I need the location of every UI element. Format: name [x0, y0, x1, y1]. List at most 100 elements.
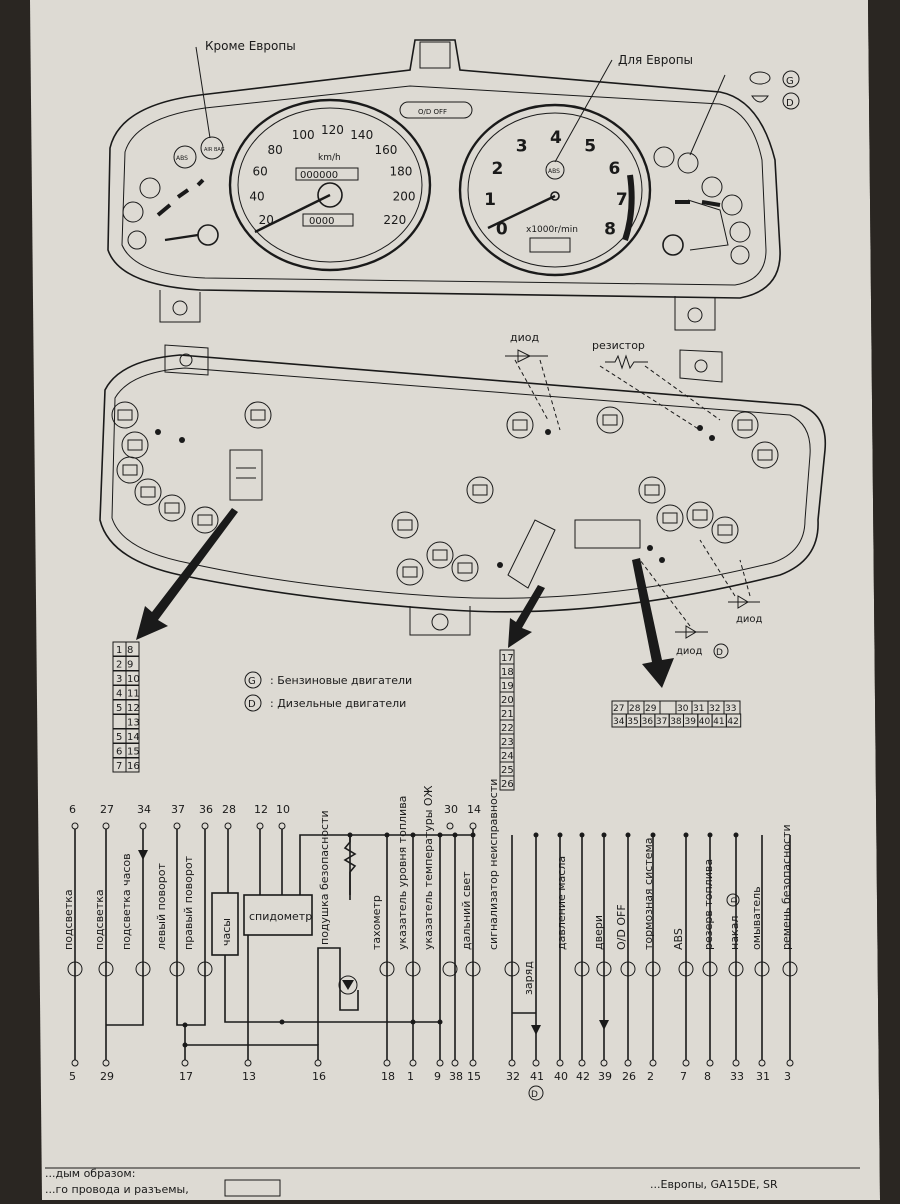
callout-diode-d: диод — [676, 646, 703, 657]
bulb-socket — [506, 411, 534, 439]
connector-pin-label: 27 — [613, 704, 624, 714]
wire-junction — [625, 832, 631, 838]
circuit-label: подсветка — [93, 889, 106, 950]
tacho-tick-label: 8 — [604, 219, 616, 239]
circuit-label: двери — [592, 915, 605, 950]
solder-point — [659, 557, 665, 563]
wire-junction — [601, 832, 607, 838]
circuit-label: омыватель — [750, 886, 763, 950]
bulb-socket-center — [644, 484, 660, 496]
bulb-socket — [751, 441, 779, 469]
bulb-socket — [638, 476, 666, 504]
wire-junction — [650, 832, 656, 838]
bottom-pin-number: 26 — [622, 1070, 636, 1083]
connector-pin-label: 29 — [645, 704, 657, 714]
bottom-pin-number: 31 — [756, 1070, 770, 1083]
tacho-tick-label: 4 — [550, 128, 562, 148]
circuit-label: заряд — [522, 961, 535, 995]
legend-g-key: G — [248, 676, 256, 687]
gauge-symbol — [405, 961, 421, 977]
legend-d-text: : Дизельные двигатели — [270, 697, 406, 710]
connector-pin-label: 24 — [501, 751, 514, 762]
lamp-symbol — [728, 961, 744, 977]
lamp-symbol — [98, 961, 114, 977]
connector-pin-label: 35 — [627, 717, 638, 727]
bulb-socket — [134, 478, 162, 506]
odometer-readout: 000000 — [300, 170, 338, 181]
solder-point — [697, 425, 703, 431]
brake-warning-icon — [139, 177, 161, 199]
bottom-pin-number: 40 — [554, 1070, 568, 1083]
circuit-label: подсветка часов — [120, 853, 133, 950]
circuit-label: дальний свет — [460, 871, 473, 950]
bottom-pin-number: 39 — [598, 1070, 612, 1083]
bulb-socket-center — [737, 419, 753, 431]
speedo-tick-label: 80 — [268, 143, 283, 157]
bottom-pin-number: 8 — [704, 1070, 711, 1083]
connector-pin-label: 14 — [127, 732, 140, 743]
bulb-socket-center — [472, 484, 488, 496]
lamp-symbol — [169, 961, 185, 977]
paper-sheet — [30, 0, 880, 1200]
wire — [317, 947, 359, 1045]
gauge-symbol — [442, 961, 458, 977]
wire-junction — [437, 1019, 443, 1025]
battery-icon — [730, 245, 750, 265]
connector-pin-label: 34 — [613, 717, 625, 727]
tacho-tick-label: 2 — [492, 159, 504, 179]
connector-pin-label: 2 — [116, 660, 122, 671]
bulb-socket-center — [692, 509, 708, 521]
circuit-label: накал — [728, 916, 741, 950]
connector-pin-label: 1 — [116, 645, 122, 656]
lamp-symbol — [67, 961, 83, 977]
svg-text:D: D — [716, 648, 723, 658]
oil-pressure-icon — [721, 194, 743, 216]
connector-pin-label: 28 — [629, 704, 641, 714]
led-circle — [338, 975, 358, 995]
printed-circuit-board: диод резистор диод диод D — [99, 331, 827, 688]
speedo-tick-label: 100 — [292, 128, 315, 142]
connector-pin-label: 22 — [501, 723, 514, 734]
connector-pin-label: 26 — [501, 779, 514, 790]
top-pin-number: 37 — [171, 803, 185, 816]
speedo-tick-label: 200 — [393, 189, 416, 203]
wire-junction — [410, 1019, 416, 1025]
wire — [299, 834, 351, 895]
bottom-pin-number: 41 — [530, 1070, 544, 1083]
bottom-pin-number: 7 — [680, 1070, 687, 1083]
speedo-tick-label: 140 — [350, 128, 373, 142]
fuel-gauge: ABS AIR BAG — [122, 136, 225, 250]
arrow-to-left-connector — [136, 508, 238, 640]
airbag-icon-label: AIR BAG — [204, 147, 225, 153]
lamp-symbol — [782, 961, 798, 977]
speedo-unit: km/h — [318, 153, 341, 163]
connector-pin-label: 37 — [656, 717, 667, 727]
connector-pin-label: 38 — [670, 717, 682, 727]
bulb-socket — [731, 411, 759, 439]
diode-symbol — [599, 1020, 609, 1030]
wire — [106, 829, 144, 1026]
wire — [176, 829, 206, 1026]
lamp-symbol — [465, 961, 481, 977]
tripmeter-readout: 0000 — [309, 216, 334, 227]
footer-left-line2: ...го провода и разъемы, — [45, 1183, 189, 1196]
solder-point — [647, 545, 653, 551]
wire-junction — [733, 832, 739, 838]
top-pin-number: 30 — [444, 803, 458, 816]
bulb-socket — [596, 406, 624, 434]
connector-pin-label: 32 — [709, 704, 720, 714]
connector-pin-label: 39 — [685, 717, 697, 727]
circuit-label: указатель уровня топлива — [396, 796, 409, 950]
tacho-tick-label: 3 — [516, 136, 528, 156]
bottom-pin-number: 15 — [467, 1070, 481, 1083]
connector-pin-label: 41 — [713, 717, 724, 727]
legend-d-key: D — [248, 699, 256, 710]
bottom-pin-number: 16 — [312, 1070, 326, 1083]
bulb-socket-center — [432, 549, 448, 561]
lamp-symbol — [620, 961, 636, 977]
diode-symbol — [138, 850, 148, 860]
